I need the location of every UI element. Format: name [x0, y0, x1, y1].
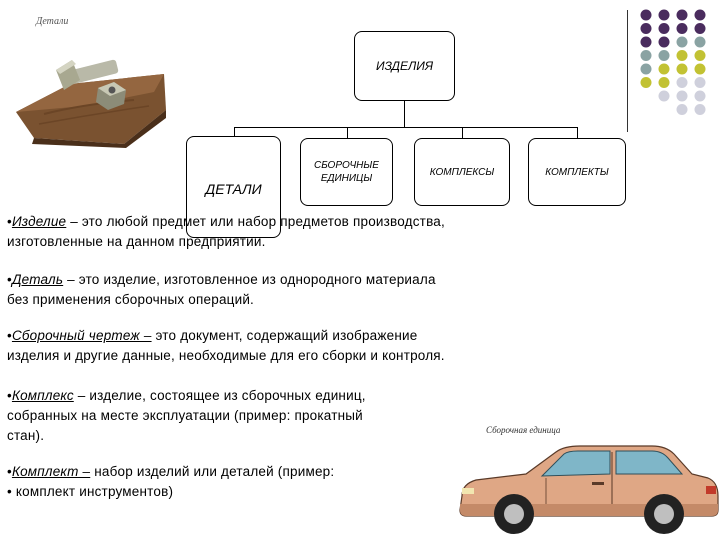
bullet: • — [7, 388, 12, 403]
term: Комплект – — [11, 464, 91, 479]
decorative-dot — [694, 9, 706, 21]
definition-text: набор изделий или деталей (пример: — [90, 464, 335, 479]
decorative-dot — [676, 23, 688, 34]
decorative-dot — [658, 77, 670, 88]
decorative-dot — [658, 23, 670, 34]
bullet: • — [7, 464, 12, 479]
decorative-dot — [676, 36, 688, 48]
definition-part: •Деталь – это изделие, изготовленное из … — [7, 270, 436, 310]
decorative-dot — [676, 50, 688, 61]
connector — [347, 127, 348, 138]
node-label-line: ЕДИНИЦЫ — [320, 173, 373, 184]
parts-caption: Детали — [36, 16, 69, 27]
decorative-dot — [676, 63, 688, 75]
node-label: КОМПЛЕКТЫ — [545, 166, 609, 178]
decorative-dot — [694, 104, 706, 115]
connector — [404, 101, 405, 127]
decorative-dot — [658, 63, 670, 75]
definition-text: собранных на месте эксплуатации (пример:… — [7, 408, 363, 423]
definition-assembly-drawing: •Сборочный чертеж – это документ, содерж… — [7, 326, 445, 366]
diagram-node-assembly-units: СБОРОЧНЫЕ ЕДИНИЦЫ — [300, 138, 393, 206]
connector — [462, 127, 463, 138]
decorative-dot — [658, 50, 670, 61]
term: Деталь — [11, 272, 64, 287]
decorative-dot — [676, 77, 688, 88]
node-label: СБОРОЧНЫЕ ЕДИНИЦЫ — [314, 159, 379, 185]
definition-text: без применения сборочных операций. — [7, 292, 255, 307]
definition-text: это документ, содержащий изображение — [151, 328, 418, 343]
decorative-dot — [658, 36, 670, 48]
decorative-dot — [694, 77, 706, 88]
definition-text: изделия и другие данные, необходимые для… — [7, 348, 445, 363]
diagram-node-details: ДЕТАЛИ — [186, 136, 281, 238]
decorative-dot — [694, 50, 706, 61]
diagram-node-complexes: КОМПЛЕКСЫ — [414, 138, 510, 206]
decorative-dot — [694, 23, 706, 34]
term: Комплекс — [11, 388, 74, 403]
decorative-dot — [694, 90, 706, 102]
decorative-dot — [658, 9, 670, 21]
decorative-dot — [640, 23, 652, 34]
definition-text: стан). — [7, 428, 45, 443]
node-label: ДЕТАЛИ — [205, 181, 262, 197]
parts-photo — [14, 14, 179, 148]
definition-text: – это изделие, изготовленное из однородн… — [63, 272, 436, 287]
definition-text: – это любой предмет или набор предметов … — [66, 214, 445, 229]
node-label-line: СБОРОЧНЫЕ — [314, 160, 379, 171]
decorative-dot — [694, 63, 706, 75]
definition-kit: •Комплект – набор изделий или деталей (п… — [7, 462, 334, 502]
decorative-dot — [676, 9, 688, 21]
connector — [234, 127, 235, 136]
decorative-dot — [676, 104, 688, 115]
connector — [234, 127, 578, 128]
diagram-node-kits: КОМПЛЕКТЫ — [528, 138, 626, 206]
bullet: • — [7, 214, 12, 229]
definition-text: – изделие, состоящее из сборочных единиц… — [73, 388, 366, 403]
car-photo — [459, 445, 719, 534]
decorative-dot — [658, 90, 670, 102]
term: Сборочный чертеж – — [11, 328, 152, 343]
decorative-dot — [640, 63, 652, 75]
diagram-node-items: ИЗДЕЛИЯ — [354, 31, 455, 101]
divider-line — [627, 10, 628, 132]
definition-complex: •Комплекс – изделие, состоящее из сбороч… — [7, 386, 366, 446]
node-label: ИЗДЕЛИЯ — [376, 59, 433, 73]
decorative-dot — [640, 36, 652, 48]
decorative-dot — [676, 90, 688, 102]
definition-text: изготовленные на данном предприятии. — [7, 234, 266, 249]
connector — [577, 127, 578, 138]
definition-item: •Изделие – это любой предмет или набор п… — [7, 212, 445, 252]
term: Изделие — [11, 214, 67, 229]
decorative-dot — [640, 77, 652, 88]
decorative-dot-grid — [640, 9, 706, 115]
decorative-dot — [640, 50, 652, 61]
decorative-dot — [694, 36, 706, 48]
bullet: • — [7, 272, 12, 287]
definition-text: • комплект инструментов) — [7, 484, 174, 499]
node-label: КОМПЛЕКСЫ — [429, 166, 495, 178]
car-caption: Сборочная единица — [486, 425, 561, 435]
bullet: • — [7, 328, 12, 343]
decorative-dot — [640, 9, 652, 21]
